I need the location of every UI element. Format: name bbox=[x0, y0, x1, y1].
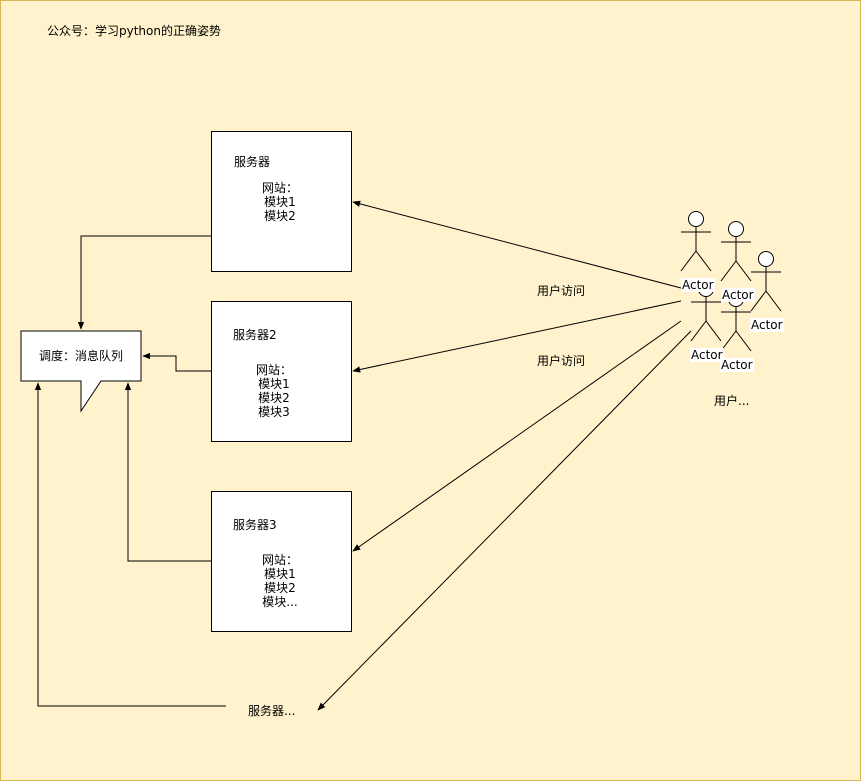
server-3-line-3: 模块2 bbox=[264, 581, 296, 595]
server-1-line-1: 网站： bbox=[261, 181, 298, 195]
users-group-label: 用户... bbox=[714, 394, 750, 408]
edge-users-server3 bbox=[352, 320, 682, 552]
edge-users-server1 bbox=[352, 200, 682, 289]
server-1-line-2: 模块1 bbox=[264, 195, 296, 209]
server-2-line-2: 模块1 bbox=[258, 377, 290, 391]
server-3-line-1: 网站： bbox=[261, 553, 298, 567]
queue-callout-shape bbox=[20, 330, 142, 413]
server-3-box: 服务器3 网站： 模块1 模块2 模块... bbox=[211, 491, 352, 632]
edge-label-access-1: 用户访问 bbox=[537, 284, 586, 298]
actor-figure-2 bbox=[720, 221, 752, 282]
actor-label-2: Actor bbox=[721, 288, 755, 302]
edge-label-access-2: 用户访问 bbox=[537, 354, 586, 368]
actor-figure-1 bbox=[680, 211, 712, 272]
actor-label-1: Actor bbox=[681, 278, 715, 292]
actor-label-5: Actor bbox=[720, 358, 754, 372]
server-1-title: 服务器 bbox=[234, 155, 271, 169]
edge-server4-queue bbox=[34, 382, 226, 707]
server-2-title: 服务器2 bbox=[233, 328, 277, 342]
server-2-line-3: 模块2 bbox=[258, 391, 290, 405]
server-3-line-2: 模块1 bbox=[264, 567, 296, 581]
server-2-line-1: 网站： bbox=[255, 363, 292, 377]
edge-server1-queue bbox=[77, 235, 211, 330]
edge-users-server4 bbox=[317, 330, 692, 711]
server-2-box: 服务器2 网站： 模块1 模块2 模块3 bbox=[211, 301, 352, 442]
server-1-line-3: 模块2 bbox=[264, 209, 296, 223]
page-title: 公众号：学习python的正确姿势 bbox=[47, 24, 221, 38]
server-2-line-4: 模块3 bbox=[258, 405, 290, 419]
server-3-line-4: 模块... bbox=[262, 595, 298, 609]
actor-figure-3 bbox=[750, 251, 782, 312]
queue-label: 调度：消息队列 bbox=[38, 349, 123, 363]
server-1-box: 服务器 网站： 模块1 模块2 bbox=[211, 131, 352, 272]
edge-server2-queue bbox=[142, 352, 211, 372]
server-more-label: 服务器... bbox=[248, 704, 296, 718]
actor-label-3: Actor bbox=[750, 318, 784, 332]
actor-label-4: Actor bbox=[690, 348, 724, 362]
edge-users-server2 bbox=[352, 300, 682, 373]
server-3-title: 服务器3 bbox=[233, 518, 277, 532]
edge-server3-queue bbox=[124, 382, 211, 562]
